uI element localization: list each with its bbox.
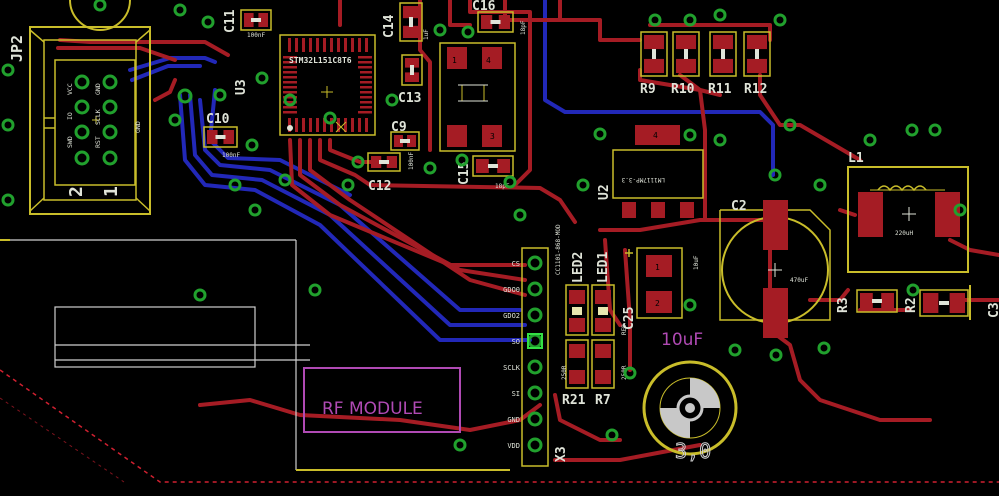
u3-label: U3: [234, 79, 249, 95]
l1-inductor: [847, 166, 969, 273]
jp2-gnd2-label: GND: [134, 121, 142, 133]
led1-label: LED1: [596, 252, 611, 283]
x3-pin-label: SCLK: [503, 364, 521, 372]
jp2-sclk-label: SCLK: [94, 109, 102, 125]
c16-label: C16: [472, 0, 496, 14]
c12-label: C12: [368, 179, 391, 194]
jp2-pin-1-label: 1: [101, 186, 122, 197]
svg-text:2: 2: [655, 299, 660, 308]
r21-value: 250R: [561, 365, 568, 380]
c15-label: C15: [457, 162, 472, 185]
u2-value: LM1117MP-3.3: [621, 176, 665, 183]
c2-label: C2: [731, 199, 747, 214]
led2-label: LED2: [571, 252, 586, 283]
x3-pin-label: GDO2: [503, 312, 520, 320]
cap-10uf-label: 10uF: [661, 330, 703, 350]
r11-label: R11: [708, 82, 732, 97]
jp2-vcc-label: VCC: [66, 83, 74, 95]
c13-label: C13: [398, 91, 421, 106]
x3-pin-label: CS: [512, 260, 520, 268]
c9-label: C9: [391, 120, 407, 135]
u3-mcu: [279, 34, 376, 136]
x3-header: [521, 247, 549, 467]
rf-module-outline: [303, 367, 461, 433]
jp2-pin-2-label: 2: [66, 186, 87, 197]
svg-text:3: 3: [490, 132, 495, 141]
c9-value: 100nF: [408, 152, 415, 170]
c14-value: 1uF: [423, 29, 430, 40]
jp2-gnd1-label: GND: [94, 83, 102, 95]
rf-module-label: RF MODULE: [322, 399, 423, 419]
jp2-header: [29, 26, 151, 215]
r21-label: R21: [562, 393, 586, 408]
jp2-label: JP2: [8, 35, 26, 62]
c10-value: 100nF: [222, 152, 240, 159]
c25-label: C25: [622, 307, 637, 330]
r7-label: R7: [595, 393, 611, 408]
c25-capacitor: 2 1: [625, 247, 683, 319]
x3-value: CC1101-868-MOD: [555, 224, 562, 275]
c11-label: C11: [223, 9, 238, 33]
c10-label: C10: [206, 112, 230, 127]
c2-capacitor: [719, 200, 831, 338]
silkscreen-lines: [0, 239, 971, 471]
r10-label: R10: [671, 82, 695, 97]
hole-label: 3,0: [675, 439, 711, 463]
c16-value: 18pF: [520, 20, 527, 35]
x3-pin-label: SO: [512, 338, 520, 346]
jp2-swd-label: SWD: [66, 136, 74, 148]
passive-components: [203, 2, 969, 317]
jp2-rst-label: RST: [94, 136, 102, 148]
led-resistor-group: [565, 284, 615, 389]
c25-value: 10uF: [693, 255, 700, 270]
r12-label: R12: [744, 82, 767, 97]
svg-text:1: 1: [452, 56, 457, 65]
x3-pin-label: GND: [507, 416, 520, 424]
c11-value: 100nF: [247, 32, 265, 39]
x3-label: X3: [554, 446, 569, 462]
bottom-layer-traces: [128, 0, 775, 342]
led-red-value: RED: [621, 324, 628, 335]
r3-label: R3: [836, 297, 851, 313]
r2-label: R2: [904, 297, 919, 313]
x3-pin-label: VDD: [507, 442, 520, 450]
l1-value: 220uH: [895, 230, 913, 237]
board-outline-dashed: [0, 369, 999, 483]
svg-text:1: 1: [655, 263, 660, 272]
crystal: 3 1 4: [439, 42, 516, 152]
svg-text:4: 4: [486, 56, 491, 65]
x3-pin-label: SI: [512, 390, 520, 398]
r9-label: R9: [640, 82, 656, 97]
mount-hole-fragment: [69, 0, 131, 31]
c15-value: 18pF: [495, 183, 510, 190]
u2-regulator: 4: [612, 125, 704, 218]
vias: [1, 0, 967, 452]
mechanical-outline: [0, 239, 310, 470]
jp2-io-label: IO: [66, 112, 74, 120]
u3-value: STM32L151C8T6: [289, 56, 352, 65]
svg-text:4: 4: [653, 131, 658, 140]
c14-label: C14: [382, 14, 397, 38]
l1-label: L1: [848, 151, 864, 166]
u2-label: U2: [597, 184, 612, 200]
c3-label: C3: [987, 302, 999, 318]
cap-10uf-footprint: [642, 360, 738, 456]
x3-pin-label: GDO0: [503, 286, 520, 294]
c2-value: 470uF: [790, 277, 808, 284]
